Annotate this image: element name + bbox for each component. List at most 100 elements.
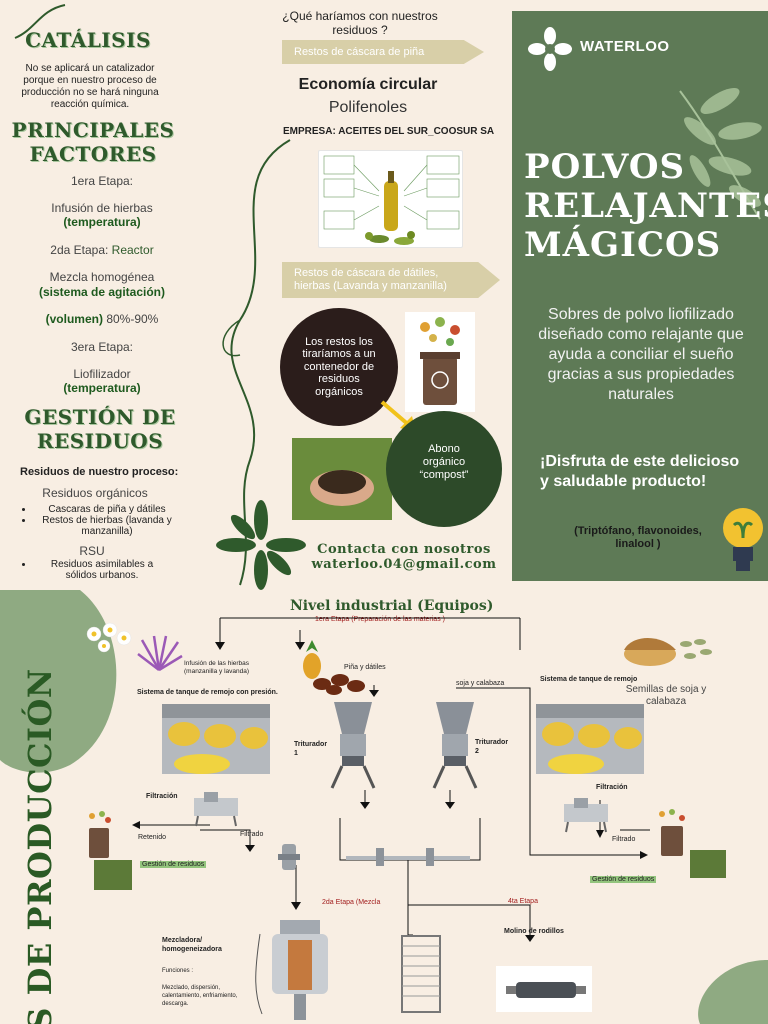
product-description: Sobres de polvo liofilizado diseñado com… [538, 306, 744, 403]
gestion-left-text: Gestión de residuos [140, 861, 207, 868]
mixer-image [255, 920, 328, 1020]
filtrado-right-label: Filtrado [612, 836, 636, 843]
mezcla-label: Mezcla homogénea [49, 270, 155, 284]
roller-mill-image [496, 966, 592, 1012]
etapa2-label: 2da Etapa (Mezcla [322, 899, 381, 906]
compost-right-image [690, 850, 726, 878]
pumpkin-seeds-image [680, 639, 712, 659]
soy-seeds-image [624, 638, 676, 666]
middle-column: ¿Qué haríamos con nuestros residuos ? Re… [200, 0, 512, 590]
dark-circle-text: Los restos los tiraríamos a un contenedo… [280, 308, 398, 426]
retenido-label: Retenido [138, 834, 167, 841]
economia-title: Economía circular [298, 76, 438, 93]
compost-hands-image [292, 438, 392, 520]
rsu-list: Residuos asimilables a sólidos urbanos. [20, 559, 170, 581]
etapa2-line: 2da Etapa: Reactor [0, 243, 204, 257]
empresa-label: EMPRESA: ACEITES DEL SUR_COOSUR SA [283, 126, 495, 137]
lavender-image [137, 635, 183, 672]
dark-circle-label: Los restos los tiraríamos a un contenedo… [302, 335, 376, 398]
abono-label: Abono orgánico [422, 443, 466, 468]
pina-datiles-label: Piña y dátiles [344, 664, 386, 671]
filtrado-left-label: Filtrado [240, 831, 264, 838]
infusion-temp: (temperatura) [63, 215, 141, 229]
waste-bin-right-image [659, 809, 685, 856]
catalisis-text: No se aplicará un catalizador porque en … [21, 63, 159, 110]
residuos-title: Residuos de nuestro proceso: [20, 466, 179, 478]
bottom-section: OS DE PRODUCCIÓN Nivel industrial (Equip… [0, 590, 768, 1024]
list-item: Restos de hierbas (lavanda y manzanilla) [34, 515, 180, 537]
etapa1-title: 1era Etapa (Preparación de las materias … [315, 616, 445, 623]
funciones-text: Mezclado, dispersión, calentamiento, enf… [162, 985, 238, 1007]
gestion-title-line2: RESIDUOS [36, 429, 164, 453]
rsu-label: RSU [79, 544, 105, 558]
product-panel: WATERLOO POLVOS RELAJANTES MÁGICOS Sobre… [512, 11, 768, 581]
filtracion-left-label: Filtración [146, 793, 178, 800]
liofilizador-temp: (temperatura) [63, 381, 141, 395]
product-title-line1: POLVOS [524, 147, 686, 187]
left-column: CATÁLISIS No se aplicará un catalizador … [0, 0, 200, 590]
soja-calabaza-label: soja y calabaza [456, 680, 505, 687]
mezcladora-label: Mezcladora/ homogeneizadora [162, 937, 222, 953]
funciones-label: Funciones : [162, 968, 194, 974]
filter-right-image [564, 798, 608, 833]
tag-datiles: Restos de cáscara de dátiles, hierbas (L… [282, 262, 500, 298]
chamomile-image [86, 622, 132, 653]
etapa1-label: 1era Etapa: [70, 174, 134, 188]
filtracion-right-label: Filtración [596, 784, 628, 791]
catalisis-title: CATÁLISIS [25, 28, 151, 52]
swirl-vine-decoration [14, 4, 66, 39]
disfruta-text: ¡Disfruta de este delicioso y saludable … [540, 453, 740, 490]
compost-left-image [94, 860, 132, 890]
etapa3-label: 3era Etapa: [70, 340, 134, 354]
triturador1-label: Triturador 1 [294, 741, 328, 757]
blob-decoration-right [698, 960, 768, 1024]
contacta-title: Contacta con nosotros [317, 542, 491, 557]
gestion-title-line1: GESTIÓN DE [24, 405, 176, 429]
volumen-line: (volumen) 80%-90% [0, 312, 204, 326]
product-title-line3: MÁGICOS [524, 225, 722, 265]
tag-pina: Restos de cáscara de piña [282, 40, 484, 64]
flower-logo-icon [528, 27, 572, 71]
contact-email[interactable]: waterloo.04@gmail.com [311, 557, 497, 572]
molino-label: Molino de rodillos [504, 928, 564, 935]
compost-label: “compost” [419, 469, 469, 481]
tanque-remojo-label: Sistema de tanque de remojo [540, 676, 638, 683]
grinder-2-image [432, 702, 478, 789]
factores-title-line2: FACTORES [29, 142, 157, 166]
tanque-presion-label: Sistema de tanque de remojo con presión. [137, 689, 278, 696]
volumen-label: (volumen) [45, 312, 103, 326]
valve-image [278, 844, 300, 870]
etapa2-reactor: Reactor [111, 243, 154, 257]
industrial-title: Nivel industrial (Equipos) [290, 598, 494, 614]
list-item: Cascaras de piña y dátiles [34, 504, 180, 515]
brand-name: WATERLOO [580, 38, 670, 55]
green-circle: Abono orgánico “compost” [386, 411, 502, 527]
volumen-value: 80%-90% [102, 312, 159, 326]
list-item: Residuos asimilables a sólidos urbanos. [34, 559, 170, 581]
gestion-left-label: Gestión de residuos [140, 853, 207, 871]
vine-decoration [222, 139, 291, 586]
infusion-equip-label: Infusión de las hierbas (manzanilla y la… [184, 660, 250, 675]
filter-left-image [194, 792, 238, 827]
semillas-label: Semillas de soja y calabaza [625, 684, 707, 707]
product-title-line2: RELAJANTES [524, 186, 768, 226]
polifenoles-label: Polifenoles [328, 99, 408, 116]
grinder-1-image [330, 702, 376, 789]
gestion-right-text: Gestión de residuos [590, 876, 657, 883]
liofilizador-label: Liofilizador [73, 367, 131, 381]
organic-bin-image [405, 312, 475, 412]
lightbulb-icon [723, 508, 763, 571]
soaking-tank-right-image [536, 704, 644, 774]
etapa2-label: 2da Etapa: [50, 243, 112, 257]
mezcla-agitacion: (sistema de agitación) [38, 285, 166, 299]
infusion-label: Infusión de hierbas [51, 201, 153, 215]
waste-bin-left-image [89, 811, 111, 858]
factores-title-line1: PRINCIPALES [11, 118, 175, 142]
gestion-right-label: Gestión de residuos [590, 868, 657, 886]
residuos-organicos: Residuos orgánicos [42, 486, 148, 500]
compuestos-text: (Triptófano, flavonoides, linalool ) [574, 525, 702, 550]
org-list: Cascaras de piña y dátiles Restos de hie… [20, 504, 180, 537]
olive-oil-polyphenols-image [318, 150, 463, 248]
pipeline-image [346, 848, 470, 866]
leaf-branch-decoration [679, 88, 762, 220]
